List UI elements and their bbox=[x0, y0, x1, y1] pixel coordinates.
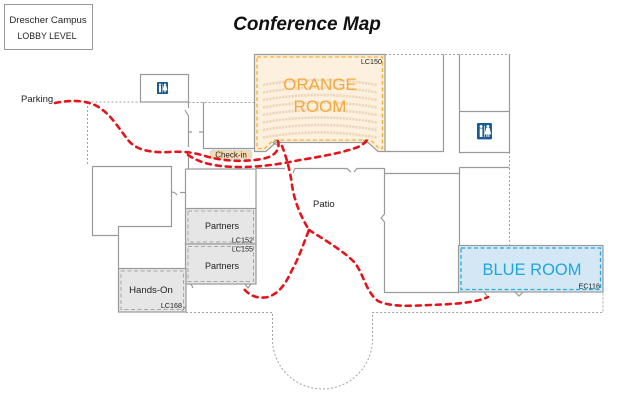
restroom-icon bbox=[157, 82, 168, 94]
info-box-frame bbox=[4, 4, 93, 50]
room-border bbox=[460, 247, 602, 291]
room-wall bbox=[457, 244, 604, 293]
blue-room: BLUE ROOM EC116 bbox=[457, 244, 604, 293]
room-name: BLUE ROOM bbox=[482, 261, 581, 279]
info-box: Drescher Campus LOBBY LEVEL bbox=[4, 4, 93, 50]
parking-label: Parking bbox=[21, 94, 53, 105]
room-name: Hands-On bbox=[129, 285, 173, 296]
partners-room-lower: LC155 Partners bbox=[184, 243, 257, 285]
room-wall bbox=[117, 267, 187, 313]
room-border bbox=[187, 210, 254, 243]
footprints-path bbox=[53, 99, 490, 308]
room-wall bbox=[184, 243, 257, 285]
route-lower-to-orange-room bbox=[186, 136, 370, 169]
room-border bbox=[187, 246, 254, 282]
route-to-partners bbox=[242, 144, 311, 299]
room-name: Partners bbox=[205, 221, 240, 231]
partners-room-upper: Partners LC152 bbox=[184, 207, 257, 245]
building-outline bbox=[87, 54, 604, 390]
orange-room: LC150 ORANGE ROOM bbox=[253, 53, 386, 153]
hands-on-room: Hands-On LC168 bbox=[117, 267, 187, 313]
room-name: ORANGE bbox=[283, 75, 357, 94]
room-code: LC168 bbox=[161, 301, 182, 310]
level-name: LOBBY LEVEL bbox=[17, 31, 76, 41]
check-in-label: Check-in bbox=[209, 149, 253, 160]
check-in-text: Check-in bbox=[215, 151, 247, 160]
room-code: LC152 bbox=[232, 236, 253, 245]
room-code: LC155 bbox=[232, 245, 253, 254]
room-name: ROOM bbox=[294, 97, 347, 116]
room-code: LC150 bbox=[361, 57, 382, 66]
room-border bbox=[120, 270, 184, 310]
restroom-icon bbox=[477, 123, 492, 140]
route-to-blue-room bbox=[307, 228, 490, 308]
room-name: Partners bbox=[205, 261, 240, 271]
room-wall bbox=[184, 207, 257, 245]
campus-name: Drescher Campus bbox=[9, 15, 87, 26]
patio-label: Patio bbox=[313, 199, 335, 210]
room-code: EC116 bbox=[579, 282, 600, 291]
route-parking-to-orange-room bbox=[53, 99, 280, 163]
page-title: Conference Map bbox=[233, 14, 381, 35]
check-in-badge bbox=[209, 149, 253, 160]
